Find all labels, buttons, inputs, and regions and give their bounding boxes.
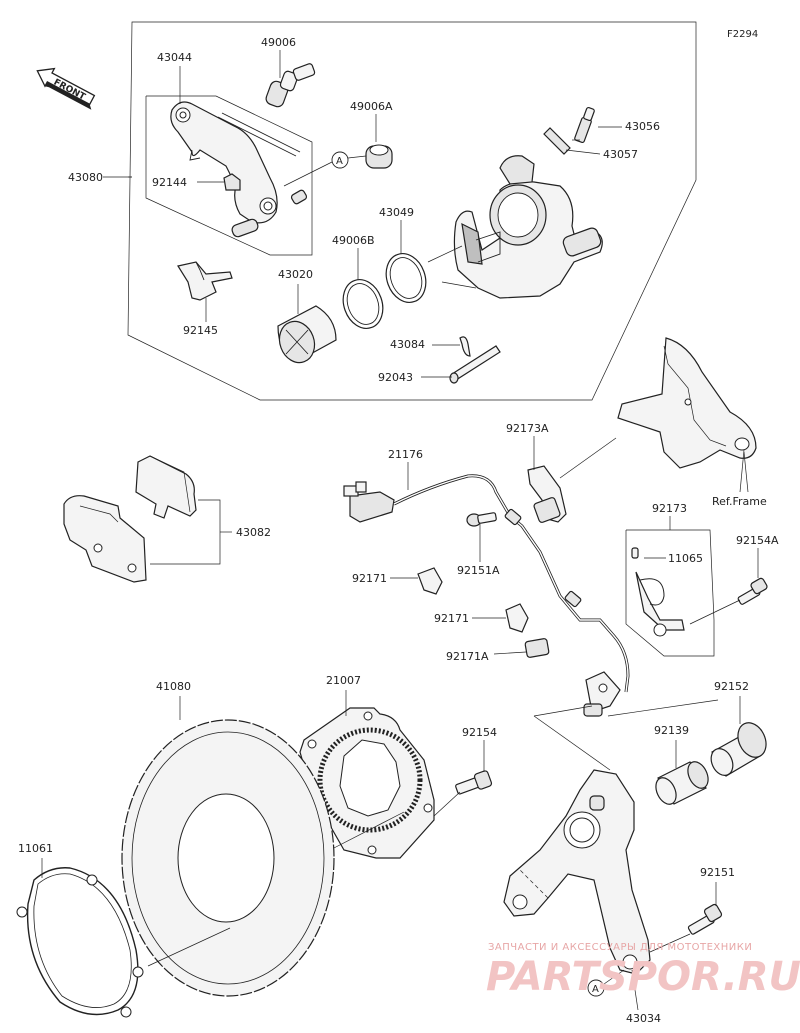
brake-disc xyxy=(121,719,335,997)
piston-seal-43049 xyxy=(385,253,427,303)
label-92154: 92154 xyxy=(462,726,497,739)
caliper-assembly-outline xyxy=(127,21,697,401)
bolt-92151 xyxy=(687,903,723,935)
label-43080: 43080 xyxy=(68,171,103,184)
pin-boot-49006A xyxy=(365,144,393,169)
label-92173A: 92173A xyxy=(506,422,549,435)
reference-marker-a-bottom xyxy=(587,979,605,997)
abs-sensor-ring xyxy=(299,707,435,859)
disc-gasket xyxy=(16,867,144,1018)
svg-text:A: A xyxy=(336,156,343,167)
label-92173: 92173 xyxy=(652,502,687,515)
svg-text:A: A xyxy=(592,984,599,995)
label-43082: 43082 xyxy=(236,526,271,539)
label-92152: 92152 xyxy=(714,680,749,693)
label-11065: 11065 xyxy=(668,552,703,565)
label-43044: 43044 xyxy=(157,51,192,64)
bleeder-valve xyxy=(574,106,595,144)
label-21007: 21007 xyxy=(326,674,361,687)
reference-marker-a-top xyxy=(331,151,349,169)
caliper-piston xyxy=(277,305,337,364)
label-49006B: 49006B xyxy=(332,234,375,247)
clamp-92171A xyxy=(524,638,550,658)
caliper-assembly-group: 43080 43044 49006 xyxy=(68,21,697,401)
frame-reference-part xyxy=(617,337,757,469)
caliper-bracket xyxy=(170,101,308,238)
clamp-92171-a xyxy=(417,567,443,595)
pad-pin xyxy=(449,345,501,384)
brake-pads xyxy=(63,455,197,583)
label-92151: 92151 xyxy=(700,866,735,879)
pad-spring-92145 xyxy=(177,261,233,301)
label-92171A: 92171A xyxy=(446,650,489,663)
ref-frame-label: Ref.Frame xyxy=(712,495,767,508)
label-92144: 92144 xyxy=(152,176,187,189)
bleeder-cap xyxy=(543,127,571,155)
caliper-torque-bracket xyxy=(503,769,651,975)
dust-seal-49006B xyxy=(342,279,384,329)
label-43057: 43057 xyxy=(603,148,638,161)
cotter-pin xyxy=(459,336,471,357)
pin-boot-49006 xyxy=(265,63,316,108)
bracket-92173-outline xyxy=(625,529,715,657)
label-21176: 21176 xyxy=(388,448,423,461)
watermark-brand: PARTSPOR.RU xyxy=(486,954,800,1000)
label-43034: 43034 xyxy=(626,1012,661,1025)
label-43056: 43056 xyxy=(625,120,660,133)
bolt-92151A xyxy=(466,512,497,527)
clamp-92171-b xyxy=(505,603,529,633)
label-92171-b: 92171 xyxy=(434,612,469,625)
label-92171-a: 92171 xyxy=(352,572,387,585)
label-43084: 43084 xyxy=(390,338,425,351)
label-92139: 92139 xyxy=(654,724,689,737)
label-11061: 11061 xyxy=(18,842,53,855)
label-43049: 43049 xyxy=(379,206,414,219)
label-92154A: 92154A xyxy=(736,534,779,547)
collar-92139 xyxy=(655,761,709,805)
caliper-body xyxy=(453,155,603,299)
bolt-92154 xyxy=(455,770,493,795)
label-49006A: 49006A xyxy=(350,100,393,113)
bolt-92154A xyxy=(737,577,768,605)
label-92151A: 92151A xyxy=(457,564,500,577)
sensor-bracket-92173A xyxy=(527,465,567,523)
diagram-code: F2294 xyxy=(727,29,758,40)
bracket-subgroup-outline xyxy=(145,95,313,256)
watermark-tagline: ЗАПЧАСТИ И АКСЕССУАРЫ ДЛЯ МОТОТЕХНИКИ xyxy=(488,942,752,953)
label-92043: 92043 xyxy=(378,371,413,384)
sensor-bracket-92173 xyxy=(631,547,685,637)
front-direction-arrow: FRONT xyxy=(36,67,96,110)
label-92145: 92145 xyxy=(183,324,218,337)
label-43020: 43020 xyxy=(278,268,313,281)
label-41080: 41080 xyxy=(156,680,191,693)
clip-92144 xyxy=(223,173,241,191)
collar-92152 xyxy=(710,722,767,777)
label-49006: 49006 xyxy=(261,36,296,49)
abs-sensor-lead xyxy=(343,474,630,717)
